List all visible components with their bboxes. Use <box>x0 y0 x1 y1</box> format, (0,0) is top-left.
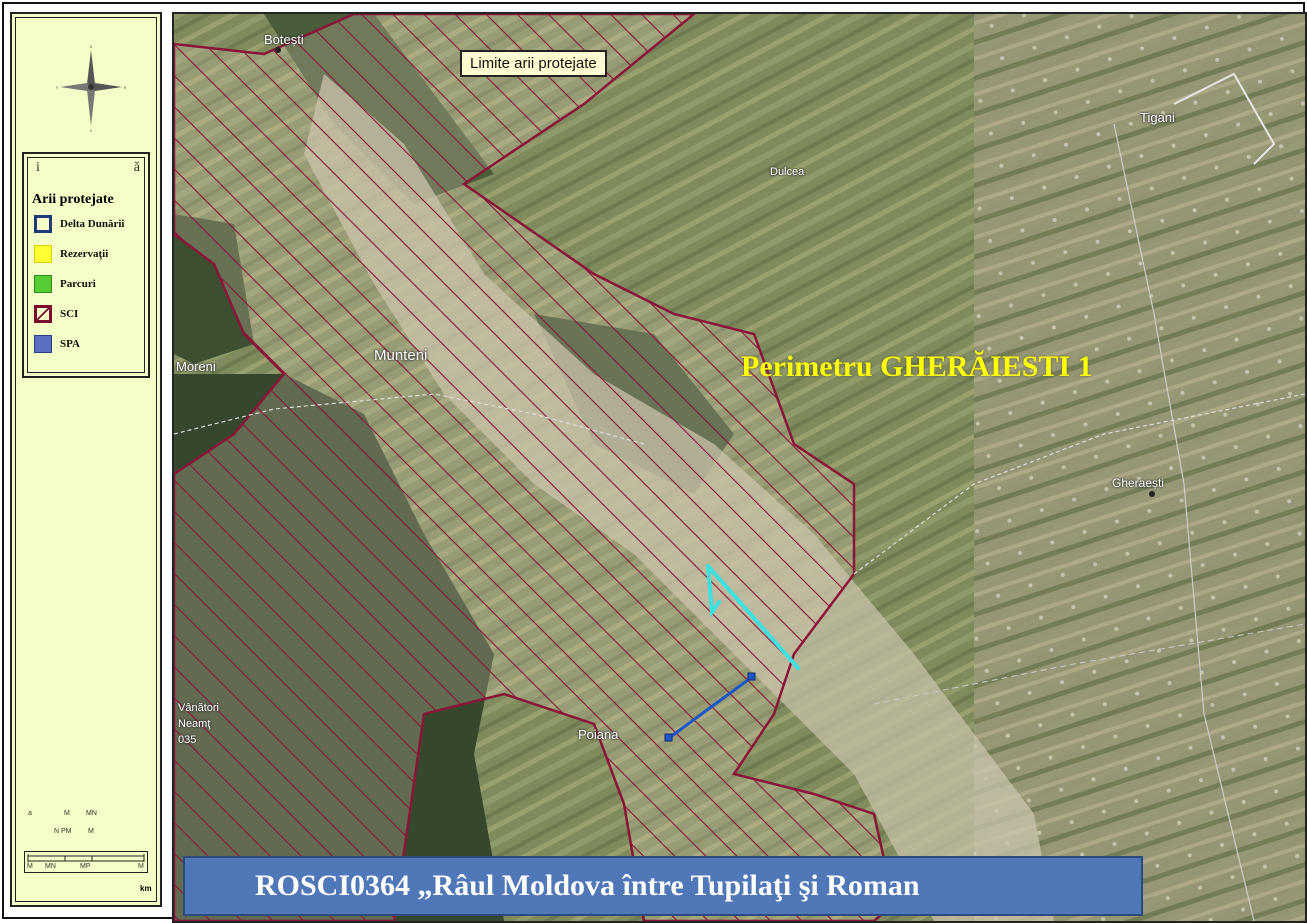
legend-item-delta: Delta Dunării <box>34 214 124 234</box>
place-label-moreni: Moreni <box>176 359 216 374</box>
svg-text:n: n <box>90 45 93 50</box>
place-label-tigani: Tigani <box>1140 110 1175 125</box>
svg-text:v: v <box>56 86 59 91</box>
scale-label: N PM <box>54 828 72 835</box>
legend-item-spa: SPA <box>34 334 80 354</box>
legend-item-rezervatii: Rezervaţii <box>34 244 108 264</box>
legend-item-parcuri: Parcuri <box>34 274 96 294</box>
legend-item-sci: SCI <box>34 304 78 324</box>
scale-label: a <box>28 810 32 817</box>
legend-header-right: ă <box>133 160 140 175</box>
map-title: Limite arii protejate <box>460 50 607 77</box>
spa-square-icon <box>34 335 52 353</box>
satellite-map <box>174 14 1305 921</box>
reserve-square-icon <box>34 245 52 263</box>
sci-hatched-icon <box>34 305 52 323</box>
svg-text:s: s <box>90 129 92 132</box>
reserve-label-line2: Neamţ <box>178 718 211 730</box>
legend-panel: n s e v i ă Arii protejate Delta Dunării… <box>10 12 162 907</box>
park-square-icon <box>34 275 52 293</box>
reserve-label-line1: Vânători <box>178 702 219 714</box>
delta-square-icon <box>34 215 52 233</box>
legend-header-left: i <box>36 160 40 175</box>
scale-unit: km <box>140 884 152 893</box>
perimeter-label: Perimetru GHERĂIESTI 1 <box>741 350 1093 383</box>
rosci-banner: ROSCI0364 „Râul Moldova între Tupilaţi ş… <box>183 856 1143 916</box>
place-label-botesti: Botești <box>264 32 304 47</box>
scale-bar-graphic <box>27 854 145 862</box>
place-label-gheraesti: Gheraești <box>1112 476 1165 490</box>
svg-text:e: e <box>124 86 126 91</box>
reserve-label-line3: 035 <box>178 734 197 746</box>
scale-label: M <box>88 828 94 835</box>
legend-title: Arii protejate <box>32 192 114 207</box>
place-label-munteni: Munteni <box>374 347 428 364</box>
place-label-poiana: Poiana <box>578 727 619 742</box>
scale-label: MN <box>86 810 97 817</box>
compass-rose-icon: n s e v <box>56 45 126 132</box>
map-view[interactable]: Botești Tigani Dulcea Munteni Moreni Ghe… <box>172 12 1307 923</box>
scale-bar: M MN MP M <box>24 851 148 873</box>
scale-label: M <box>64 810 70 817</box>
legend-box: i ă Arii protejate Delta Dunării Rezerva… <box>22 152 150 378</box>
place-label-dulcea: Dulcea <box>770 166 805 178</box>
